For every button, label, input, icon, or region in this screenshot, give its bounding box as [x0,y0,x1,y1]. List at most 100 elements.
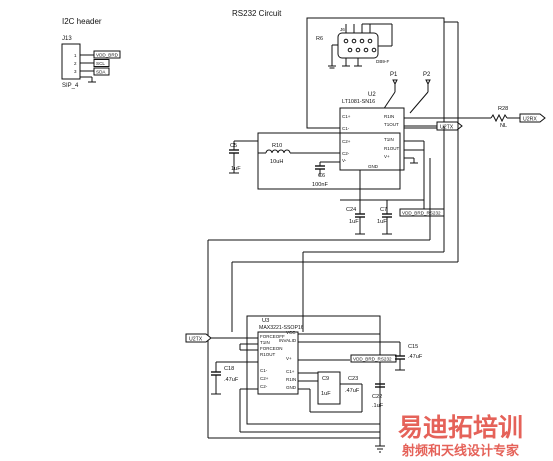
test-points: P1 P2 [380,72,431,114]
j13-ref: J13 [62,36,72,42]
c24-value: 1uF [349,219,359,225]
c18-ref: C18 [224,366,234,372]
u2tx-net: U2TX [404,121,463,131]
c23-capacitor: C23 .47uF [340,376,362,394]
u3-ref: U3 [262,318,269,324]
c23-value: .47uF [345,388,360,394]
db9-part: DB9-F [376,59,389,64]
c22-value: .1uF [372,403,384,409]
net-vdd-brd-tag [93,50,121,59]
c18-capacitor: C18 .47uF [211,361,258,395]
tp2-ref: P2 [423,72,431,78]
u3-circuit: U3 MAX3221-SSOP16 FORCEOFF T1IN FORCEON … [185,315,423,453]
net-u2tx-bottom: U2TX [189,337,203,343]
c5-value: 1uF [231,166,241,172]
svg-text:T1OUT: T1OUT [384,122,399,127]
c9-box [317,371,341,405]
c15-capacitor: C15 .47uF [395,342,423,371]
svg-text:FORCEOFF: FORCEOFF [260,334,285,339]
svg-text:C1-: C1- [260,368,268,373]
svg-text:T1IN: T1IN [260,340,270,345]
watermark-title: 易迪拓培训 [398,413,523,442]
watermark-subtitle: 射频和天线设计专家 [401,443,520,459]
u3-body [257,331,299,395]
svg-text:INVALID: INVALID [279,338,297,343]
c6-value: 100nF [312,182,328,188]
j13-body [61,43,81,80]
c22-capacitor: C22 .1uF [372,372,385,424]
chassis-ref: R6 [316,36,323,42]
c24-ref: C24 [346,207,356,213]
svg-text:GND: GND [286,385,297,390]
net-u2rx: U2RX [523,117,537,123]
c7-value: 1uF [377,219,387,225]
c9-ref: C9 [322,376,329,382]
i2c-title: I2C header [62,17,102,26]
net-sda: SDA [96,70,106,75]
c6-capacitor: C6 100nF [312,161,340,188]
j13-footprint: SIP_4 [62,83,79,89]
net-sda-tag [93,67,110,76]
c9-value: 1uF [321,391,331,397]
svg-text:1: 1 [74,53,77,58]
svg-text:C1+: C1+ [286,369,295,374]
r28-resistor: R28 NL U2RX [404,106,546,129]
svg-text:FORCEON: FORCEON [260,346,283,351]
db9-connector: R6 DB9-F J6 [316,23,393,69]
u3-u2tx-tag [185,333,212,343]
svg-text:V-: V- [342,158,347,163]
c5-capacitor: C5 1uF [229,140,258,174]
vdd-rs232-top: VDD_BRD_RS232 [402,211,441,216]
svg-text:C2+: C2+ [342,139,351,144]
net-scl: SCL [96,61,105,66]
svg-text:GND: GND [368,164,379,169]
u2tx-tag [436,121,463,131]
net-vdd-brd: VDD_BRD [96,53,119,58]
svg-text:C2-: C2- [342,151,350,156]
r28-value: NL [500,123,507,129]
c22-ref: C22 [372,394,382,400]
c7-capacitor: C7 1uF [377,200,392,235]
svg-text:R1IN: R1IN [286,377,296,382]
svg-text:V+: V+ [384,154,390,159]
l10-ref: R10 [272,143,282,149]
svg-text:3: 3 [74,69,77,74]
svg-text:C2-: C2- [260,384,268,389]
u2-charge-pump-loop [257,132,401,190]
c6-ref: C6 [318,173,325,179]
net-scl-tag [93,59,110,67]
watermark: 易迪拓培训 射频和天线设计专家 [398,413,523,459]
svg-text:T1IN: T1IN [384,137,394,142]
svg-text:VCC: VCC [286,330,296,335]
j6-ref: J6 [340,27,345,32]
svg-text:C1-: C1- [342,126,350,131]
vdd-rs232-bottom: VDD_BRD_RS232 [353,357,392,362]
tp1-ref: P1 [390,72,398,78]
rs232-circuit: RS232 Circuit R6 DB9-F J6 [207,9,546,438]
svg-text:R1OUT: R1OUT [260,352,276,357]
c7-ref: C7 [380,207,387,213]
c5-ref: C5 [230,143,237,149]
u2rx-tag [519,113,546,123]
svg-text:V+: V+ [286,356,292,361]
c18-value: .47uF [224,377,239,383]
l10-inductor: R10 10uH [258,143,340,165]
c23-ref: C23 [348,376,358,382]
rs232-title: RS232 Circuit [232,9,282,18]
u3-frame [246,315,381,425]
l10-value: 10uH [270,159,283,165]
svg-text:R1OUT: R1OUT [384,146,400,151]
net-u2tx-top: U2TX [440,125,454,131]
u2-ref: U2 [368,92,376,98]
svg-text:C1+: C1+ [342,114,351,119]
i2c-header: I2C header J13 1 2 3 VDD_BRD SCL SDA SIP… [61,17,121,89]
svg-text:C2+: C2+ [260,376,269,381]
c15-ref: C15 [408,344,418,350]
u2-part: LT1081-SN16 [342,99,375,105]
c24-capacitor: C24 1uF [340,170,424,235]
r28-ref: R28 [498,106,508,112]
u3-part: MAX3221-SSOP16 [259,325,304,331]
svg-text:R1IN: R1IN [384,114,394,119]
u2-body [339,107,405,171]
